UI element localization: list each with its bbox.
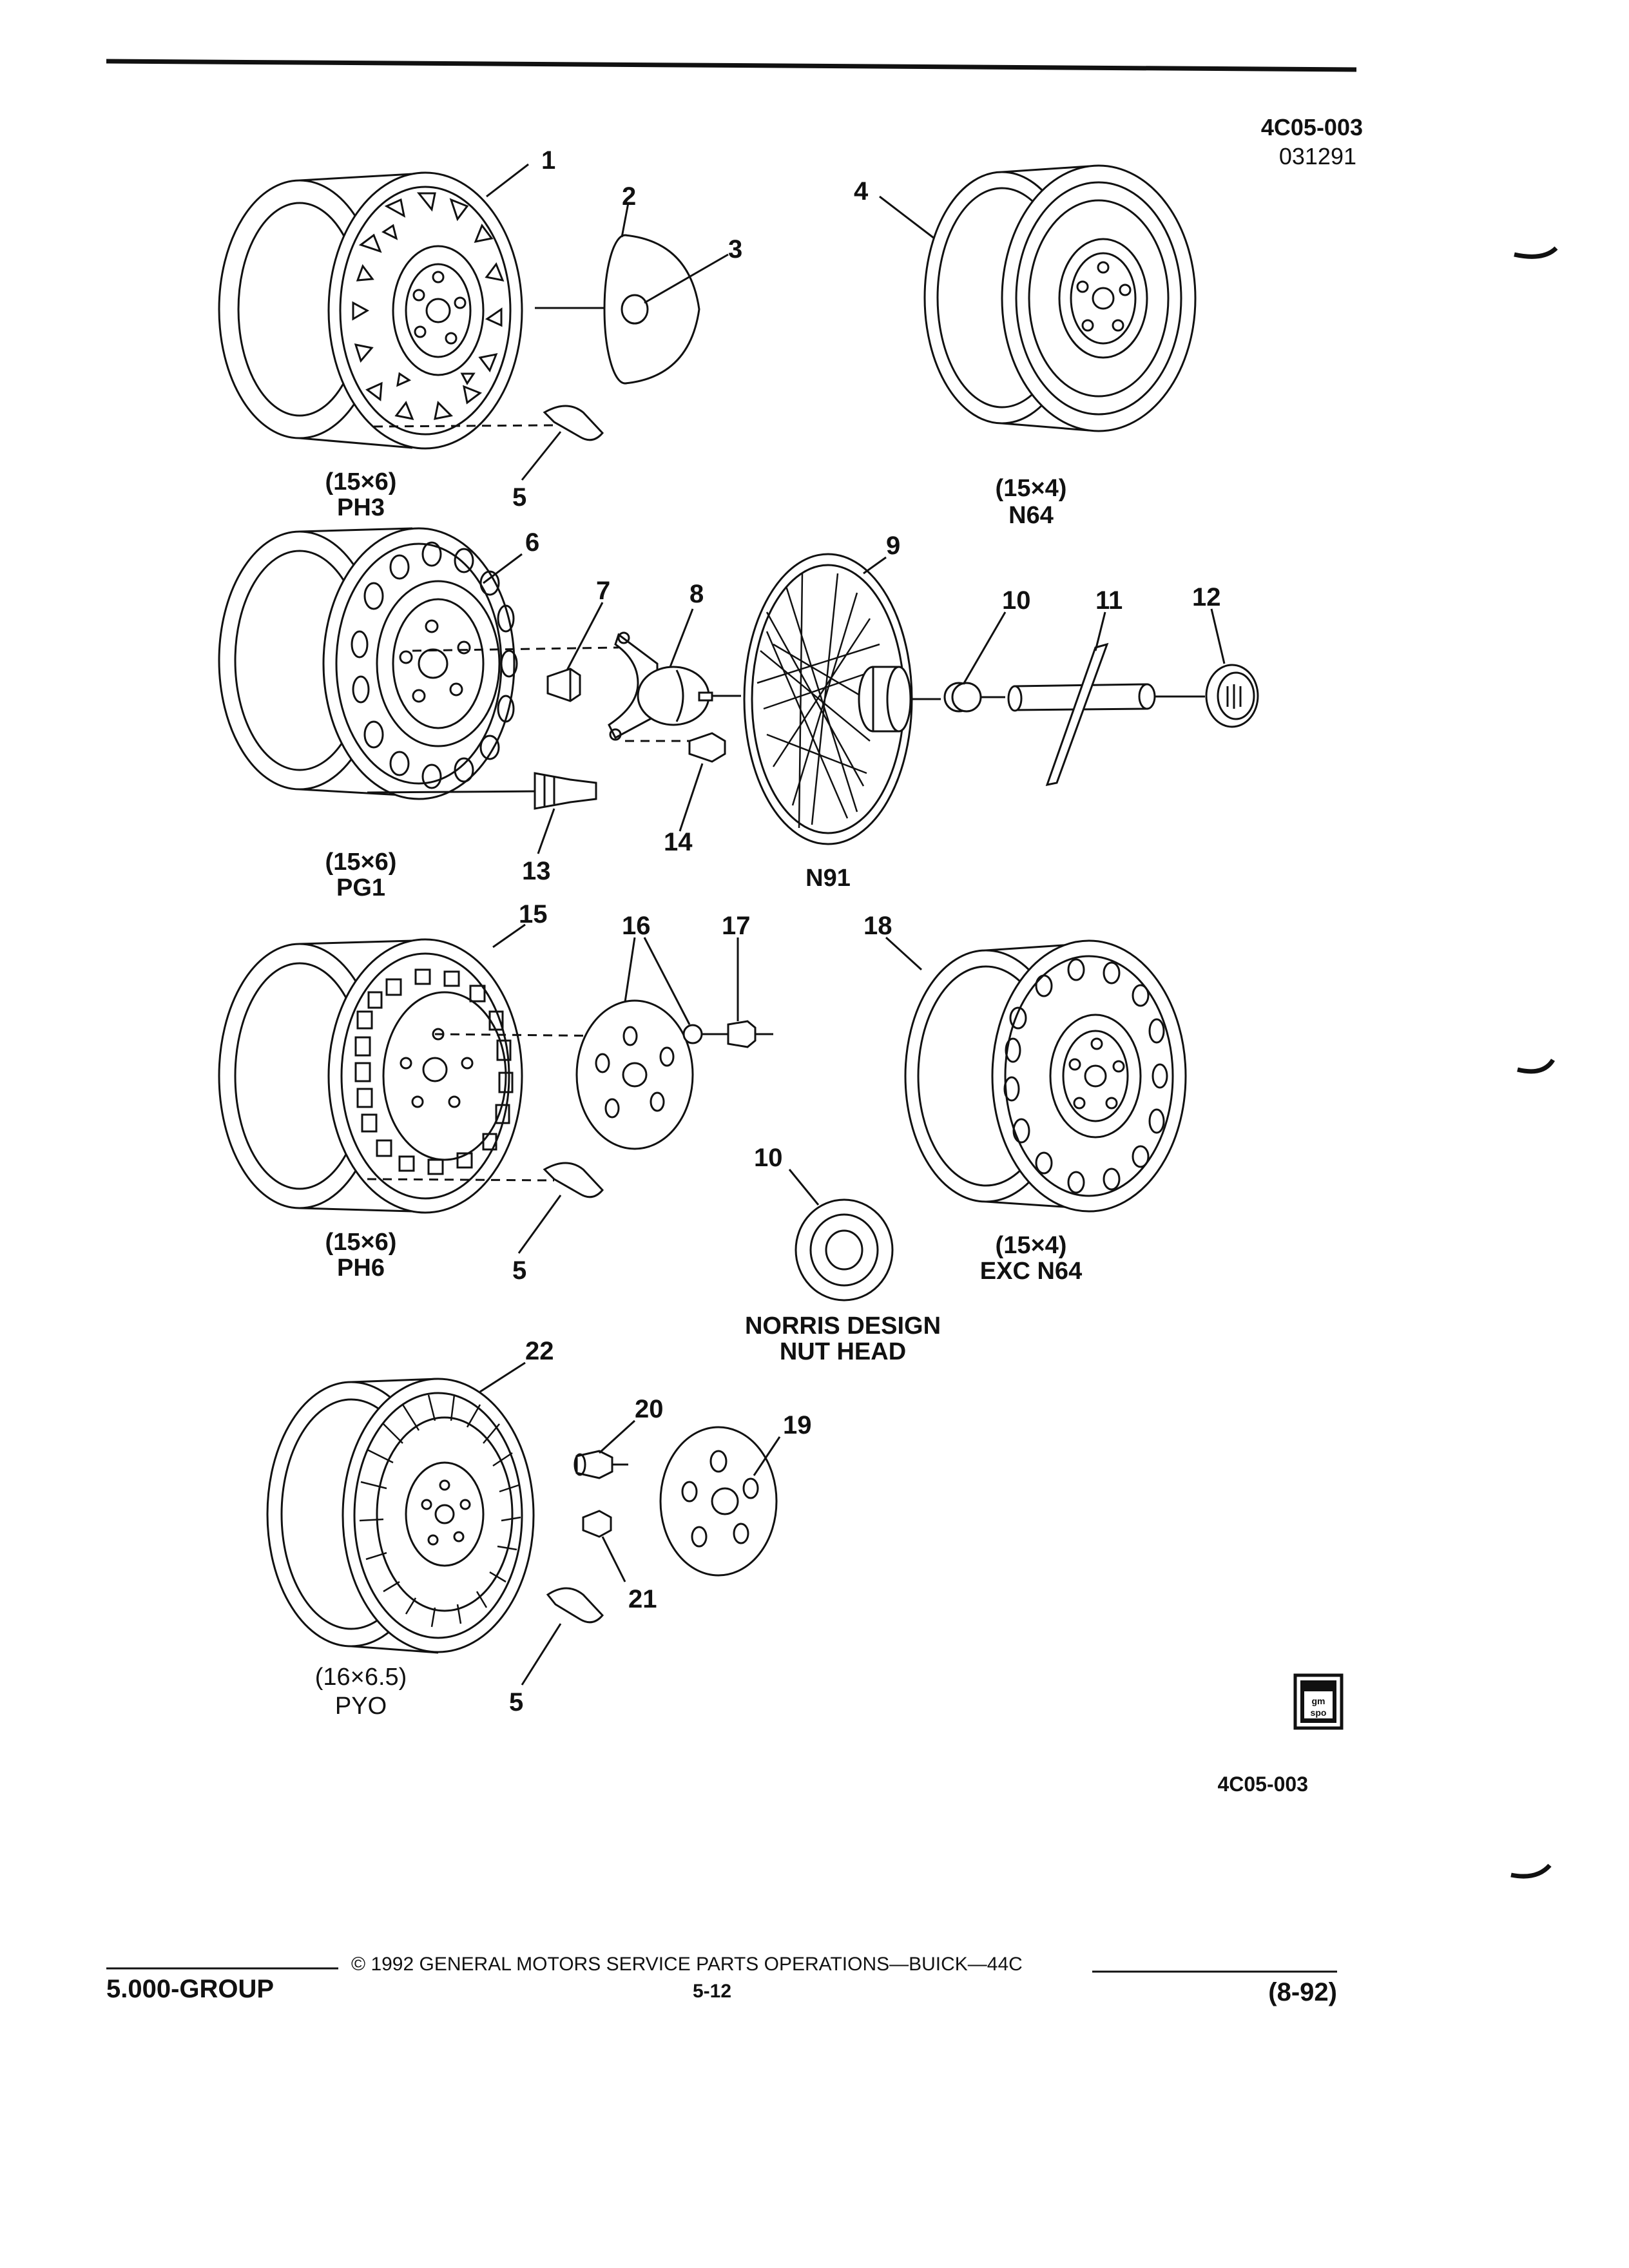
wheel-code-caption: PH6 — [337, 1254, 385, 1282]
wheel-size-caption: (15×4) — [996, 475, 1067, 502]
part-number: 6 — [525, 528, 539, 557]
part-number: 13 — [522, 857, 551, 885]
svg-text:gm: gm — [1312, 1696, 1325, 1706]
part-number: 11 — [1095, 586, 1123, 615]
wheel-ph6 — [218, 938, 626, 1214]
wheel-exc-n64 — [904, 939, 1187, 1213]
part-number: 2 — [622, 182, 636, 211]
wheel-code-caption: N64 — [1008, 502, 1054, 529]
wheel-pyo — [266, 1378, 535, 1654]
wheel-n64 — [923, 164, 1197, 432]
part-number: 19 — [783, 1411, 812, 1439]
wheel-pg1 — [218, 527, 619, 800]
part-number: 14 — [664, 828, 693, 856]
balance-weight — [546, 1587, 604, 1624]
part-number: 22 — [525, 1337, 554, 1365]
part-number: 8 — [689, 580, 704, 608]
adapter-part-8 — [608, 631, 741, 741]
footer-page-number: 5-12 — [693, 1981, 731, 2002]
part-number: 7 — [596, 577, 610, 605]
center-cap-part-12 — [1205, 664, 1259, 728]
removal-tool-part-11 — [1007, 642, 1205, 786]
nut-part-20 — [574, 1450, 628, 1479]
nut-part-21 — [582, 1510, 612, 1538]
margin-mark — [1517, 1059, 1556, 1074]
part-number: 10 — [1002, 586, 1031, 615]
wheel-code-caption: PYO — [335, 1693, 387, 1720]
part-number: 10 — [754, 1144, 783, 1172]
part-number: 5 — [512, 483, 526, 512]
wheel-size-caption: (15×6) — [325, 1229, 397, 1256]
part-number: 3 — [728, 235, 742, 264]
stud-part-13 — [534, 772, 597, 810]
wheel-code-caption: PH3 — [337, 494, 385, 521]
margin-mark — [1514, 246, 1558, 259]
wheel-size-caption: (16×6.5) — [315, 1664, 407, 1691]
part-number: 21 — [628, 1585, 657, 1613]
lug-nut-part-7 — [546, 668, 581, 702]
part-number: 1 — [541, 146, 555, 175]
top-rule — [106, 59, 1357, 72]
hub-cap-part-2 — [535, 234, 700, 385]
leader-lines — [479, 163, 1226, 1686]
figure-code: 4C05-003 — [1217, 1773, 1308, 1796]
center-cap-part-16 — [575, 999, 773, 1150]
wheel-code-caption: PG1 — [336, 874, 385, 901]
header-date-code: 031291 — [1279, 143, 1356, 169]
center-cap-part-19 — [659, 1426, 778, 1577]
wheel-code-caption: N91 — [805, 865, 851, 892]
wheel-size-caption: (15×4) — [996, 1232, 1067, 1259]
nut-part-14 — [625, 732, 726, 763]
part-number: 12 — [1192, 583, 1221, 611]
part-number: 16 — [622, 912, 651, 940]
gm-spo-logo: gm spo — [1293, 1673, 1344, 1730]
part-number: 9 — [886, 532, 900, 560]
part-number: 4 — [854, 177, 869, 206]
wheel-size-caption: (15×6) — [325, 849, 397, 876]
part-number: 17 — [722, 912, 751, 940]
part-number: 5 — [512, 1256, 526, 1285]
svg-text:spo: spo — [1311, 1707, 1327, 1718]
part-number: 5 — [509, 1688, 523, 1716]
margin-mark — [1510, 1863, 1552, 1879]
part-number: 18 — [863, 912, 892, 940]
wheel-code-caption: EXC N64 — [980, 1258, 1082, 1285]
part-number: 15 — [519, 900, 548, 928]
norris-nut-head — [795, 1198, 894, 1302]
norris-caption-line2: NUT HEAD — [780, 1338, 906, 1365]
norris-caption-line1: NORRIS DESIGN — [745, 1312, 941, 1340]
footer-group: 5.000-GROUP — [106, 1975, 274, 2003]
wire-wheel-n91 — [743, 553, 941, 845]
header-code: 4C05-003 — [1261, 114, 1363, 140]
part-number: 20 — [635, 1395, 664, 1423]
wheel-size-caption: (15×6) — [325, 468, 397, 495]
footer-copyright: © 1992 GENERAL MOTORS SERVICE PARTS OPER… — [351, 1954, 1023, 1975]
wheel-ph3 — [218, 171, 555, 450]
spinner-nut-part-10 — [943, 682, 1005, 713]
balance-weight — [543, 1162, 604, 1198]
footer-revision: (8-92) — [1268, 1978, 1337, 2006]
balance-weight — [543, 405, 604, 441]
